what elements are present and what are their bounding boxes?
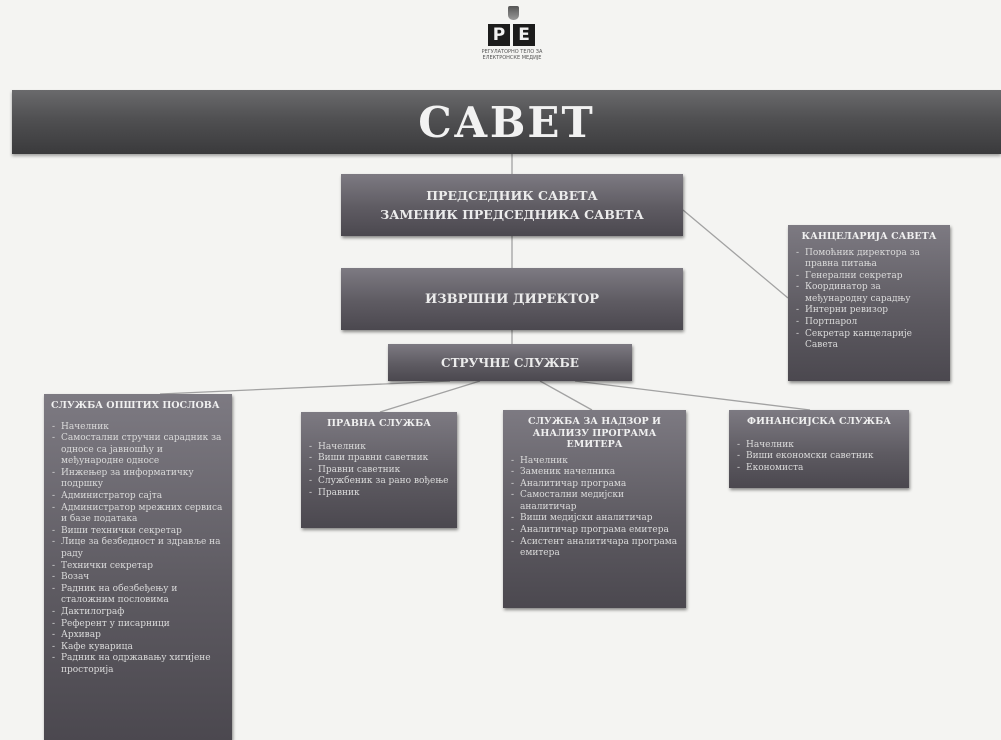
list-item: Лице за безбедност и здравље на раду: [51, 537, 225, 560]
list-item: Возач: [51, 572, 225, 584]
list-item: Самостални медијски аналитичар: [510, 490, 679, 513]
logo-caption: РЕГУЛАТОРНО ТЕЛО ЗА ЕЛЕКТРОНСКЕ МЕДИЈЕ: [462, 49, 562, 61]
list-item: Виши медијски аналитичар: [510, 513, 679, 525]
finance-service-title: ФИНАНСИЈСКА СЛУЖБА: [747, 416, 891, 427]
rem-logo: Р Е: [488, 24, 536, 48]
program-supervision-service-title: СЛУЖБА ЗА НАДЗОР И АНАЛИЗУ ПРОГРАМА ЕМИТ…: [528, 416, 661, 450]
list-item: Виши правни саветник: [308, 453, 450, 465]
program-supervision-service-list: Начелник Заменик начелника Аналитичар пр…: [510, 456, 679, 560]
list-item: Интерни ревизор: [795, 305, 943, 317]
list-item: Начелник: [510, 456, 679, 468]
executive-director-title: ИЗВРШНИ ДИРЕКТОР: [424, 291, 600, 307]
list-item: Администратор мрежних сервиса и базе под…: [51, 503, 225, 526]
legal-service-list: Начелник Виши правни саветник Правни сав…: [308, 442, 450, 500]
list-item: Радник на одржавању хигијене просторија: [51, 653, 225, 676]
list-item: Администратор сајта: [51, 491, 225, 503]
finance-service-box: ФИНАНСИЈСКА СЛУЖБА Начелник Виши економс…: [729, 410, 909, 488]
list-item: Правни саветник: [308, 465, 450, 477]
professional-services-title: СТРУЧНЕ СЛУЖБЕ: [441, 355, 579, 370]
list-item: Службеник за рано вођење: [308, 476, 450, 488]
general-affairs-service-list: Начелник Самостални стручни сарадник за …: [51, 422, 225, 677]
list-item: Начелник: [51, 422, 225, 434]
connector-services-finance: [574, 380, 811, 411]
logo-caption-line: РЕГУЛАТОРНО ТЕЛО ЗА: [481, 49, 543, 55]
council-office-title: КАНЦЕЛАРИЈА САВЕТА: [801, 231, 937, 242]
list-item: Координатор за међународну сарадњу: [795, 282, 943, 305]
list-item: Инжењер за информатичку подршку: [51, 468, 225, 491]
list-item: Начелник: [736, 440, 902, 452]
list-item: Генерални секретар: [795, 271, 943, 283]
council-office-box: КАНЦЕЛАРИЈА САВЕТА Помоћник директора за…: [788, 225, 950, 381]
list-item: Заменик начелника: [510, 467, 679, 479]
list-item: Аналитичар програма: [510, 479, 679, 491]
logo-caption-line: ЕЛЕКТРОНСКЕ МЕДИЈЕ: [482, 55, 542, 61]
legal-service-box: ПРАВНА СЛУЖБА Начелник Виши правни савет…: [301, 412, 457, 528]
general-affairs-service-title: СЛУЖБА ОПШТИХ ПОСЛОВА: [51, 400, 220, 411]
council-office-list: Помоћник директора за правна питања Гене…: [795, 248, 943, 352]
list-item: Економиста: [736, 463, 902, 475]
list-item: Архивар: [51, 630, 225, 642]
council-banner: [12, 90, 1001, 154]
list-item: Портпарол: [795, 317, 943, 329]
executive-director-box: ИЗВРШНИ ДИРЕКТОР: [341, 268, 683, 330]
list-item: Радник на обезбеђењу и сталожним послови…: [51, 584, 225, 607]
professional-services-box: СТРУЧНЕ СЛУЖБЕ: [388, 344, 632, 381]
connector-services-supervision: [539, 380, 593, 411]
list-item: Дактилограф: [51, 607, 225, 619]
legal-service-title: ПРАВНА СЛУЖБА: [327, 418, 431, 429]
list-item: Кафе куварица: [51, 642, 225, 654]
logo-letter-e: Е: [513, 24, 535, 46]
list-item: Самостални стручни сарадник за односе са…: [51, 433, 225, 468]
deputy-president-title: ЗАМЕНИК ПРЕДСЕДНИКА САВЕТА: [380, 207, 644, 222]
list-item: Технички секретар: [51, 561, 225, 573]
program-supervision-service-box: СЛУЖБА ЗА НАДЗОР И АНАЛИЗУ ПРОГРАМА ЕМИТ…: [503, 410, 686, 608]
connector-services-general: [159, 380, 451, 395]
list-item: Секретар канцеларије Савета: [795, 329, 943, 352]
list-item: Правник: [308, 488, 450, 500]
logo-letter-p: Р: [488, 24, 510, 46]
list-item: Помоћник директора за правна питања: [795, 248, 943, 271]
general-affairs-service-box: СЛУЖБА ОПШТИХ ПОСЛОВА Начелник Самосталн…: [44, 394, 232, 740]
list-item: Аналитичар програма емитера: [510, 525, 679, 537]
connector-president-office: [682, 209, 789, 299]
president-title: ПРЕДСЕДНИК САВЕТА: [426, 188, 598, 203]
list-item: Референт у писарници: [51, 619, 225, 631]
list-item: Виши технички секретар: [51, 526, 225, 538]
list-item: Виши економски саветник: [736, 451, 902, 463]
connector-services-legal: [379, 380, 481, 413]
coat-of-arms-icon: [508, 6, 519, 20]
finance-service-list: Начелник Виши економски саветник Економи…: [736, 440, 902, 475]
president-box: ПРЕДСЕДНИК САВЕТА ЗАМЕНИК ПРЕДСЕДНИКА СА…: [341, 174, 683, 236]
list-item: Начелник: [308, 442, 450, 454]
list-item: Асистент аналитичара програма емитера: [510, 537, 679, 560]
council-banner-title: САВЕТ: [418, 97, 595, 147]
